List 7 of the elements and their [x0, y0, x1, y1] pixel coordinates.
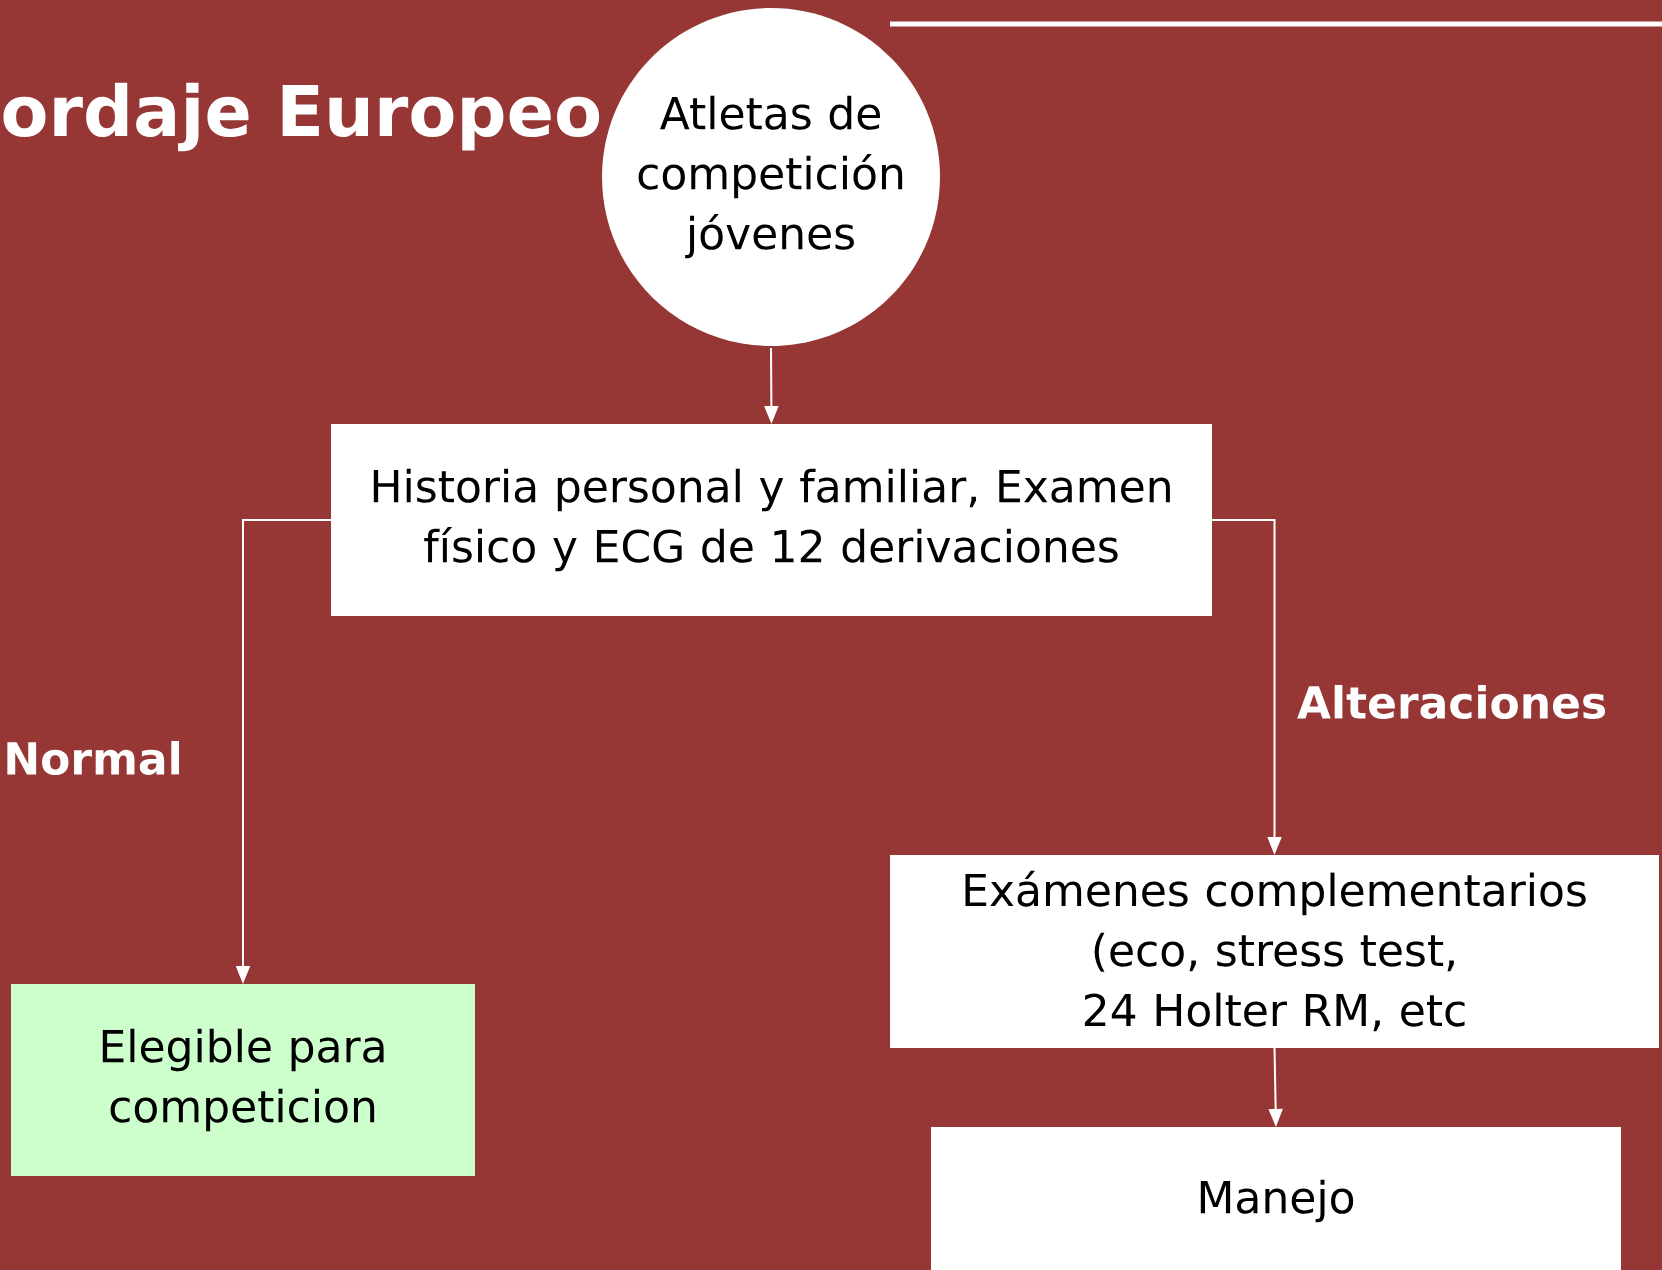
- edge-label: Alteraciones: [1297, 684, 1605, 720]
- process-box: Exámenes complementarios (eco, stress test, 24 Holter RM, etc: [890, 855, 1659, 1048]
- edge-label: Normal: [7, 740, 179, 776]
- process-box: Historia personal y familiar, Examen físico y ECG de 12 derivaciones: [331, 424, 1212, 616]
- process-box: Manejo: [931, 1127, 1621, 1270]
- title: ordaje Europeo: [3, 82, 600, 152]
- process-box: Elegible para competicion: [11, 984, 475, 1176]
